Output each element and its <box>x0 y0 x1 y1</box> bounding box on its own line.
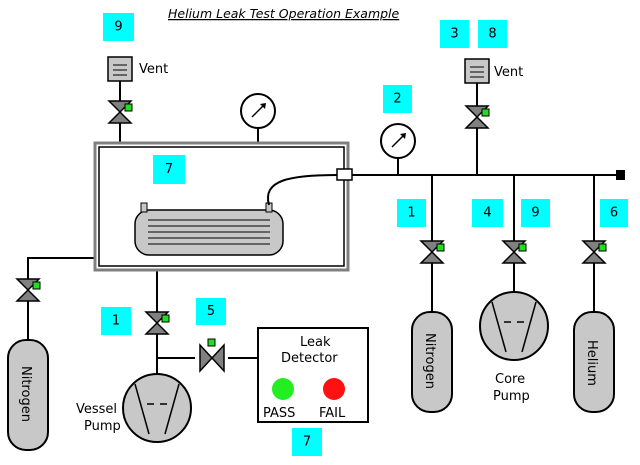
badge-gauge-right <box>383 85 412 113</box>
svg-text:1: 1 <box>407 206 415 221</box>
core-pump-valve-icon[interactable] <box>502 240 527 264</box>
svg-text:8: 8 <box>488 27 496 42</box>
nitrogen-left-label: Nitrogen <box>18 366 33 422</box>
helium-valve-icon[interactable] <box>582 240 607 264</box>
core-pump-icon <box>479 291 549 361</box>
nitrogen-right-valve-icon[interactable] <box>420 240 445 264</box>
vent-left-icon <box>107 56 133 82</box>
test-vessel <box>93 141 353 272</box>
svg-text:9: 9 <box>114 20 122 35</box>
vent-right-label: Vent <box>494 65 523 80</box>
detector-label-line1: Leak <box>300 335 331 350</box>
svg-text:7: 7 <box>303 435 311 450</box>
vessel-port <box>336 168 353 181</box>
nitrogen-right-cylinder: Nitrogen <box>411 311 453 413</box>
nitrogen-left-valve-icon[interactable] <box>16 278 41 302</box>
pass-label: PASS <box>263 406 295 421</box>
detector-valve-icon[interactable] <box>199 338 225 372</box>
helium-label: Helium <box>584 340 599 386</box>
svg-text:7: 7 <box>165 162 173 177</box>
vent-right-valve-icon[interactable] <box>465 105 490 129</box>
fail-indicator <box>323 378 345 400</box>
vessel-pump-icon <box>122 373 192 443</box>
badge-helium-valve <box>600 199 628 227</box>
nitrogen-left-cylinder: Nitrogen <box>7 339 49 451</box>
vessel-pump-label-line1: Vessel <box>76 402 117 417</box>
leak-detector: Leak Detector PASS FAIL <box>257 327 369 423</box>
core-pump-label-line1: Core <box>495 372 525 387</box>
badge-vent-right-a <box>440 20 469 48</box>
svg-text:3: 3 <box>450 27 458 42</box>
helium-cylinder: Helium <box>573 311 615 413</box>
diagram-title: Helium Leak Test Operation Example <box>168 6 400 21</box>
fail-label: FAIL <box>319 406 346 421</box>
vent-right-icon <box>464 58 490 84</box>
nitrogen-right-label: Nitrogen <box>422 333 437 389</box>
step-badges: 9 3 8 2 7 1 4 9 6 1 5 7 <box>101 13 628 456</box>
badge-vessel <box>153 155 185 184</box>
badge-nitrogen-valve-right <box>397 199 426 227</box>
svg-text:4: 4 <box>483 206 491 221</box>
line-gauge-icon <box>380 123 416 159</box>
svg-text:5: 5 <box>207 304 215 319</box>
vessel-pump-label-line2: Pump <box>84 419 121 434</box>
line-end-cap <box>616 170 625 180</box>
badge-detector <box>292 428 322 456</box>
badge-core-pump-valve-a <box>472 199 503 227</box>
detector-label-line2: Detector <box>281 351 338 366</box>
badge-detector-valve <box>196 298 226 325</box>
badge-vent-left <box>103 13 134 41</box>
svg-text:6: 6 <box>610 206 618 221</box>
svg-text:2: 2 <box>393 92 401 107</box>
core-pump-label-line2: Pump <box>493 389 530 404</box>
vessel-pump-valve-icon[interactable] <box>145 311 170 335</box>
core-unit <box>134 174 339 256</box>
vessel-gauge-icon <box>240 93 276 129</box>
vent-left-label: Vent <box>139 62 168 77</box>
vent-left-valve-icon[interactable] <box>108 100 133 124</box>
badge-core-pump-valve-b <box>521 199 550 227</box>
badge-vent-right-b <box>478 20 507 48</box>
badge-vessel-pump-valve <box>101 307 131 335</box>
svg-text:9: 9 <box>531 206 539 221</box>
pass-indicator <box>272 378 294 400</box>
svg-text:1: 1 <box>112 314 120 329</box>
